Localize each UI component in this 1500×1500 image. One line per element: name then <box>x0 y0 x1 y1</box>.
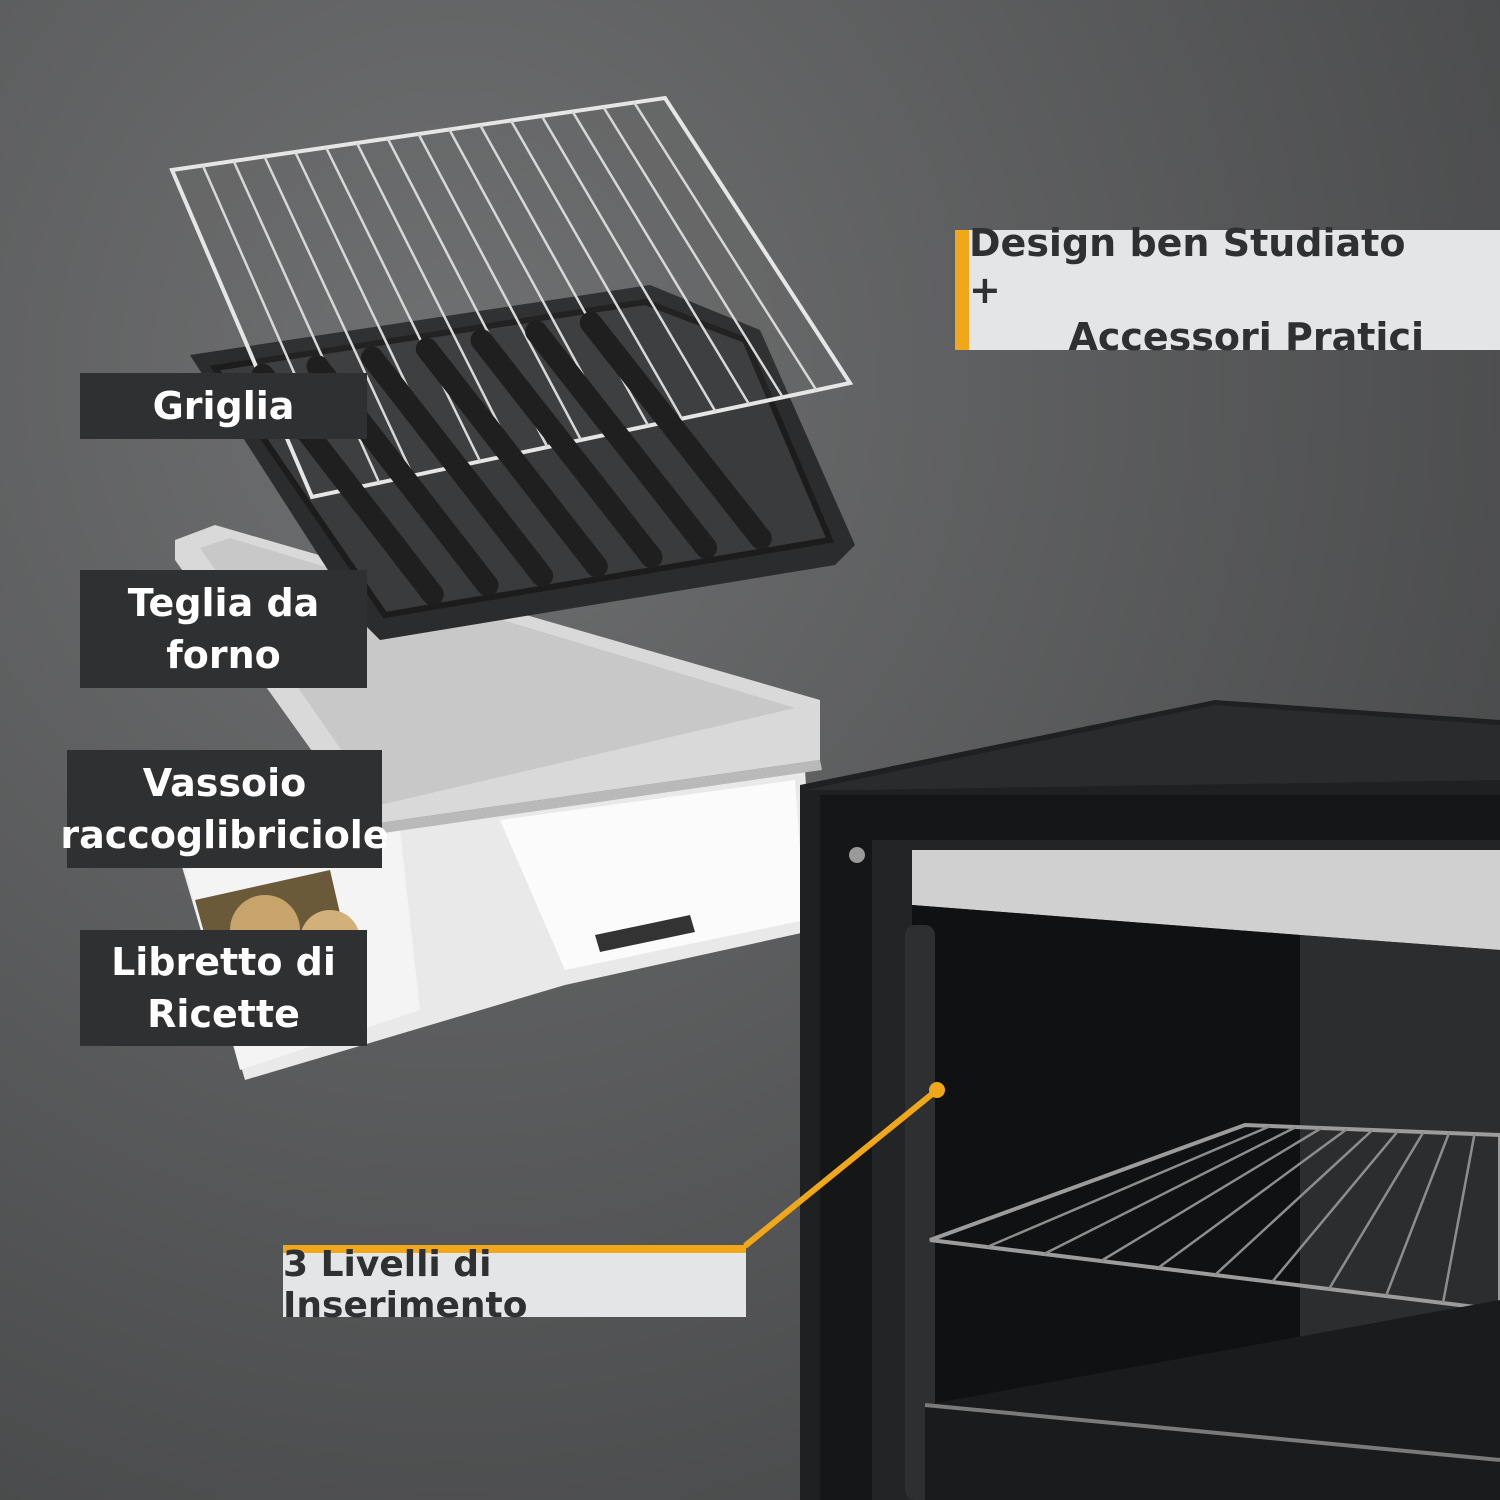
label-recipe-book-line-1: Libretto di <box>111 940 336 984</box>
oven-rack-wire <box>1271 1130 1399 1283</box>
oven-rack-wire <box>1043 1125 1297 1256</box>
callout-pointer <box>743 1082 945 1249</box>
grill-wire <box>263 155 415 477</box>
tray-rib <box>415 337 608 578</box>
callout-insertion-levels: 3 Livelli di Inserimento <box>283 1244 746 1326</box>
callout-text: 3 Livelli di Inserimento <box>283 1244 528 1326</box>
grill-wire <box>417 133 583 441</box>
headline-line-2: Accessori Pratici <box>1068 314 1424 359</box>
oven-rack-wire <box>1384 1132 1451 1297</box>
oven-rack-wires <box>986 1124 1476 1304</box>
grill-wire <box>540 115 717 413</box>
label-grill-text: Griglia <box>152 384 295 428</box>
grill-wire <box>602 106 784 398</box>
oven-rack-wire <box>986 1124 1271 1249</box>
tray-rib <box>361 346 554 587</box>
oven-image <box>800 700 1500 1500</box>
grill-wire <box>571 110 751 406</box>
grill-wire <box>324 146 482 462</box>
tray-rib <box>579 311 772 550</box>
headline-banner: Design ben Studiato + Accessori Pratici <box>955 221 1500 359</box>
label-recipe-book-line-2: Ricette <box>147 992 300 1036</box>
grill-rack-wires <box>201 101 818 491</box>
label-grill: Griglia <box>80 373 367 439</box>
oven-rack-wire <box>1214 1129 1374 1276</box>
oven-rack-wire <box>1100 1126 1323 1263</box>
grill-wire <box>355 142 515 455</box>
label-crumb-tray-line-2: raccoglibriciole <box>60 813 389 857</box>
label-crumb-tray: Vassoio raccoglibriciole <box>60 750 389 868</box>
label-crumb-tray-line-1: Vassoio <box>142 761 307 805</box>
label-baking-tray: Teglia da forno <box>80 570 367 688</box>
oven-rack-wire <box>1327 1131 1425 1290</box>
grill-wire <box>509 119 683 420</box>
oven-rack-wire <box>1157 1127 1348 1270</box>
label-baking-tray-line-2: forno <box>166 633 281 677</box>
label-recipe-book: Libretto di Ricette <box>80 930 367 1046</box>
headline-line-1: Design ben Studiato + <box>969 220 1406 312</box>
grill-wire <box>633 101 818 391</box>
tray-rib <box>525 320 718 559</box>
tray-rib <box>470 329 663 569</box>
oven-rack-wire <box>1441 1133 1476 1304</box>
label-baking-tray-line-1: Teglia da <box>127 581 320 625</box>
